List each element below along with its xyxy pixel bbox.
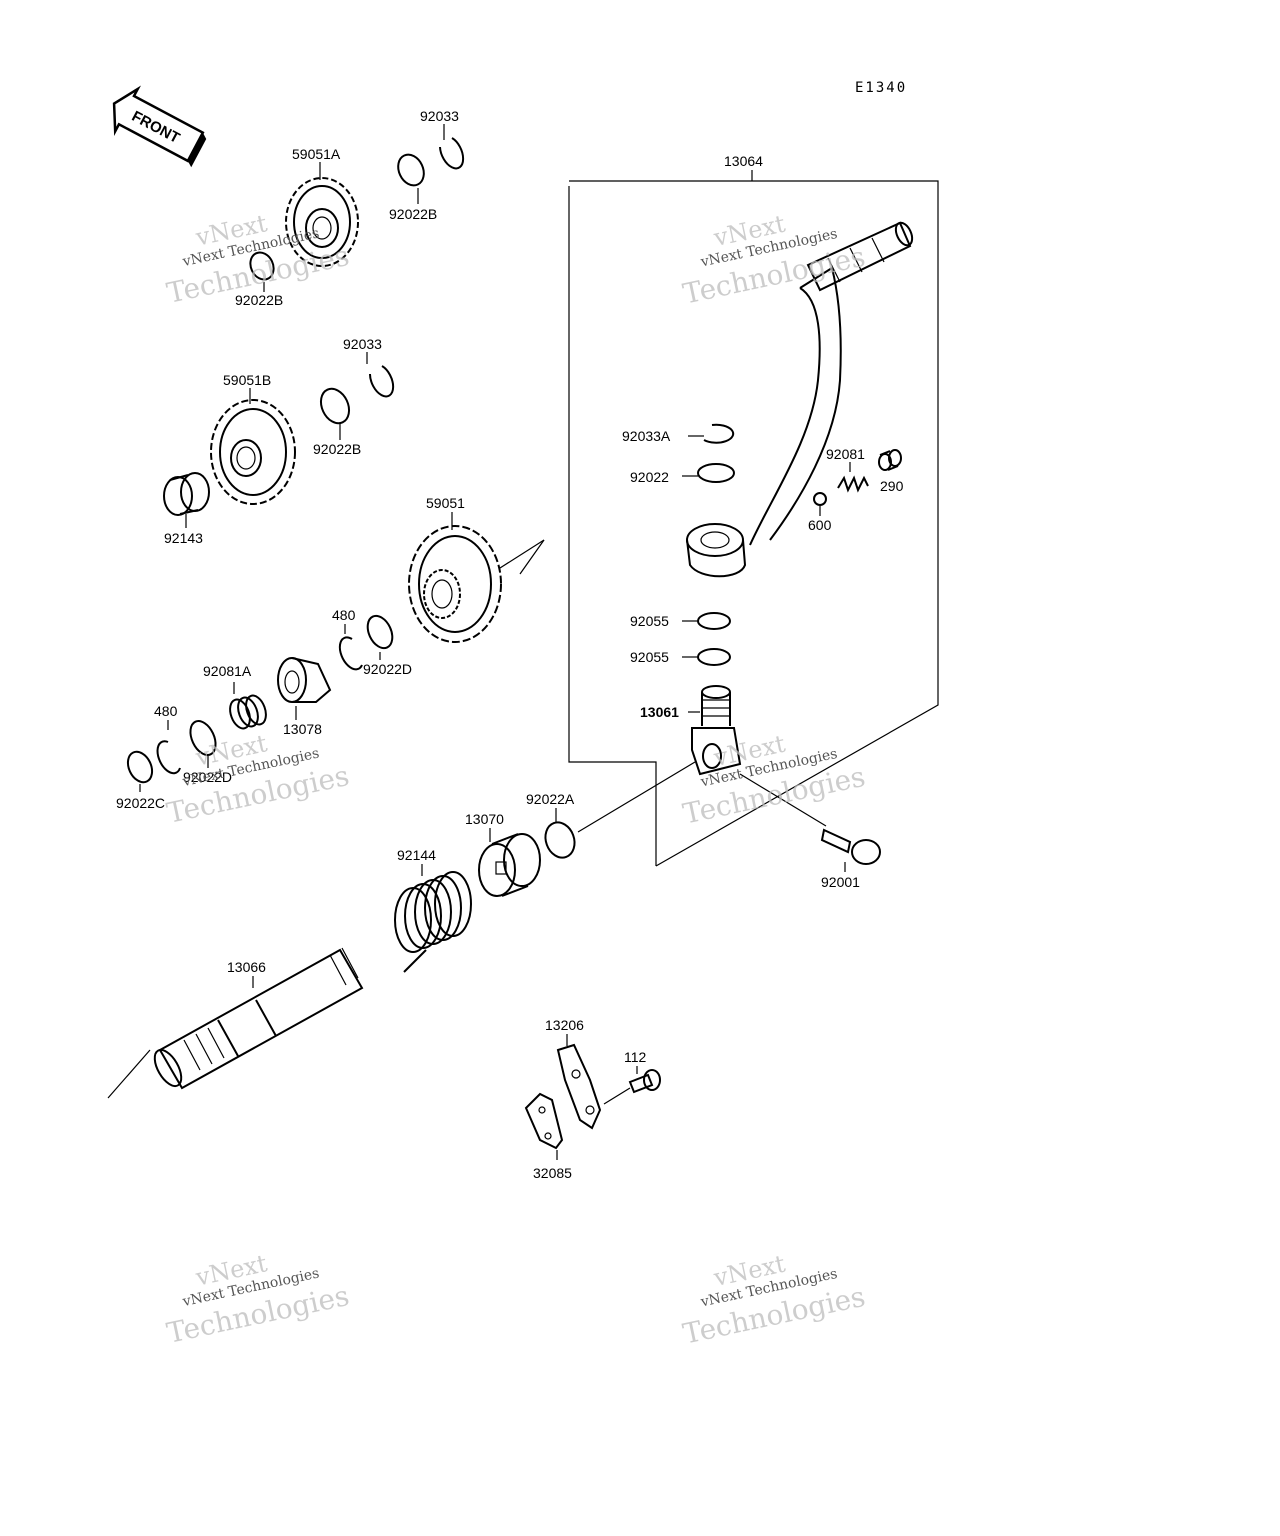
label-59051A: 59051A (292, 146, 341, 162)
label-92001: 92001 (821, 874, 860, 890)
circlip-92033-mid (368, 365, 395, 398)
label-92022: 92022 (630, 469, 669, 485)
label-13061: 13061 (640, 704, 679, 720)
label-480-upper: 480 (332, 607, 356, 623)
label-92081A: 92081A (203, 663, 252, 679)
label-92022A: 92022A (526, 791, 575, 807)
circlip-480-lower (156, 740, 181, 775)
label-13066: 13066 (227, 959, 266, 975)
spring-92081 (837, 475, 869, 493)
bolt-112 (603, 1069, 661, 1105)
plate-32085 (524, 1092, 564, 1150)
label-92081: 92081 (826, 446, 865, 462)
watermark-bottom-left: vNext vNext Technologies Technologies (164, 1249, 352, 1350)
label-92033-mid: 92033 (343, 336, 382, 352)
label-59051: 59051 (426, 495, 465, 511)
circlip-92033-top (439, 137, 465, 170)
part-labels: 92033 59051A 92022B 92022B 13064 92033 5… (116, 108, 904, 1181)
washer-92022C (126, 750, 154, 784)
label-92033A: 92033A (622, 428, 671, 444)
assembly-bracket-13064 (568, 170, 939, 867)
ratchet-13078 (277, 657, 332, 703)
front-arrow-icon: FRONT (112, 85, 207, 168)
circlip-480-upper (338, 636, 363, 671)
kick-pedal-13064 (686, 221, 914, 578)
pedal-grip-rubber (806, 221, 914, 292)
guide-13070 (478, 833, 541, 897)
diagram-code: E1340 (855, 80, 907, 96)
plate-13206 (556, 1043, 602, 1130)
gear-59051 (408, 525, 545, 643)
label-92055-lower: 92055 (630, 649, 669, 665)
washer-92022D-lower (189, 720, 217, 756)
kick-shaft-13066 (107, 947, 364, 1099)
gear-59051B (210, 399, 296, 505)
o-ring-92055-upper (697, 612, 731, 630)
label-92022B-mid: 92022B (313, 441, 361, 457)
washer-92022B-mid (319, 387, 351, 425)
label-92022B-top: 92022B (389, 206, 437, 222)
label-92022B-lower: 92022B (235, 292, 283, 308)
leader-lines (139, 124, 851, 1160)
circlip-92033A (703, 423, 735, 444)
label-92022D-lower: 92022D (183, 769, 232, 785)
washer-92022A (544, 821, 576, 859)
label-92022C: 92022C (116, 795, 165, 811)
watermark-top-right: vNext vNext Technologies Technologies (680, 210, 868, 311)
watermark-bottom-right: vNext vNext Technologies Technologies (680, 1250, 868, 1351)
spring-92144 (394, 871, 472, 973)
washer-92022D-upper (366, 614, 394, 650)
plug-290 (878, 449, 902, 471)
label-600: 600 (808, 517, 832, 533)
label-480-lower: 480 (154, 703, 178, 719)
spring-92081A (229, 694, 267, 730)
bearing-92143 (163, 472, 210, 516)
kick-lever-13061 (691, 685, 742, 776)
label-13206: 13206 (545, 1017, 584, 1033)
label-92055-upper: 92055 (630, 613, 669, 629)
washer-92022B-top (397, 153, 425, 187)
label-92144: 92144 (397, 847, 436, 863)
label-13064: 13064 (724, 153, 763, 169)
bolt-92001 (739, 773, 881, 865)
label-32085: 32085 (533, 1165, 572, 1181)
label-13070: 13070 (465, 811, 504, 827)
label-13078: 13078 (283, 721, 322, 737)
label-112: 112 (624, 1049, 647, 1065)
label-92022D-upper: 92022D (363, 661, 412, 677)
gear-59051A (285, 177, 359, 267)
label-59051B: 59051B (223, 372, 271, 388)
label-92033-top: 92033 (420, 108, 459, 124)
washer-92022 (697, 463, 735, 483)
ball-600 (813, 492, 827, 506)
washer-92022B-lower (249, 251, 275, 281)
o-ring-92055-lower (697, 648, 731, 666)
label-92143: 92143 (164, 530, 203, 546)
label-290: 290 (880, 478, 904, 494)
